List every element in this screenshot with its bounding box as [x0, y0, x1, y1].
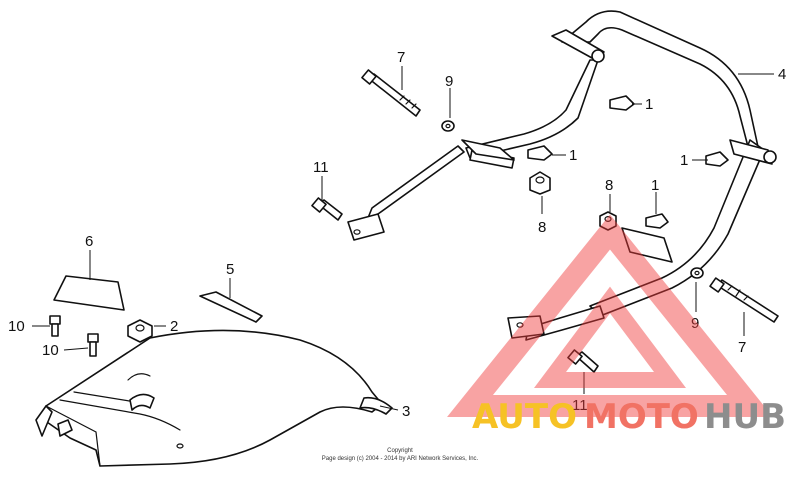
callout-11-left: 11 [313, 159, 329, 176]
callout-1-c: 1 [680, 152, 688, 169]
callout-10-a: 10 [8, 318, 25, 335]
bolt-11-left[interactable] [311, 197, 343, 221]
callout-1-a: 1 [645, 96, 653, 113]
callout-5: 5 [226, 261, 234, 278]
copyright-notice: Page design (c) 2004 - 2014 by ARI Netwo… [322, 456, 479, 462]
callout-1-b: 1 [569, 147, 577, 164]
callout-7-top: 7 [397, 49, 405, 66]
nut-8-center[interactable] [529, 171, 551, 195]
rear-fender[interactable] [35, 329, 393, 467]
bolt-7-right[interactable] [709, 277, 779, 323]
bolt-10-a[interactable] [49, 315, 61, 337]
brand-auto: AUTO [472, 397, 577, 437]
brand-moto: MOTO [584, 397, 699, 437]
callout-10-b: 10 [42, 342, 59, 359]
nut-8-right[interactable] [599, 211, 617, 231]
bolt-10-b[interactable] [87, 333, 99, 357]
callout-2: 2 [170, 318, 178, 335]
bolt-11-bottom[interactable] [567, 349, 599, 373]
bolt-7-top[interactable] [361, 69, 421, 117]
callout-numbers: 7 9 11 8 8 1 9 7 11 1 1 1 4 2 3 5 6 10 1… [8, 49, 786, 420]
triangle-logo-icon [447, 214, 773, 417]
clip-nut-1a[interactable] [609, 95, 635, 111]
watermark-logo: AUTO MOTO HUB [447, 214, 786, 437]
strip-5[interactable] [199, 291, 263, 323]
callout-3: 3 [402, 403, 410, 420]
callout-7-right: 7 [738, 339, 746, 356]
leader-lines [32, 66, 774, 411]
callout-6: 6 [85, 233, 93, 250]
clip-nut-1d[interactable] [645, 213, 669, 229]
grab-rail[interactable] [347, 10, 777, 341]
washer-9-right[interactable] [690, 267, 704, 279]
clip-nut-1c[interactable] [705, 151, 729, 167]
callout-9-top: 9 [445, 73, 453, 90]
callout-4: 4 [778, 66, 786, 83]
copyright-title: Copyright [387, 448, 413, 454]
callout-1-d: 1 [651, 177, 659, 194]
callout-9-right: 9 [691, 315, 699, 332]
callout-8-center: 8 [538, 219, 546, 236]
brand-hub: HUB [704, 397, 786, 437]
callout-11-bottom: 11 [572, 397, 588, 414]
label-6[interactable] [53, 275, 125, 311]
callout-8-right: 8 [605, 177, 613, 194]
clip-nut-1b[interactable] [527, 145, 553, 161]
washer-9-top[interactable] [441, 120, 455, 132]
rubber-2[interactable] [127, 319, 153, 343]
